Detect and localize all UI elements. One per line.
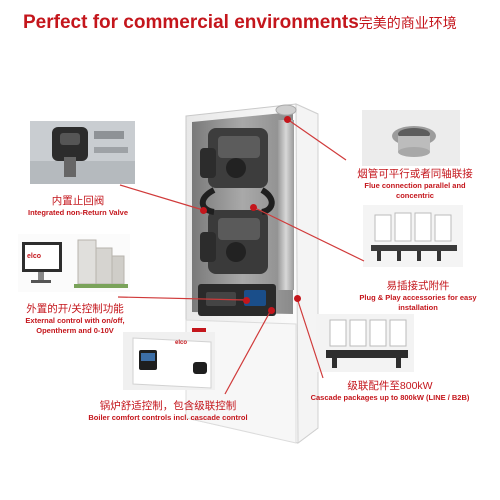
callout-valve-en: Integrated non-Return Valve [27,208,129,218]
plug-and-play-photo [363,205,463,267]
title-english: Perfect for commercial environments [23,12,359,33]
callout-valve: 内置止回阀 Integrated non-Return Valve [18,195,138,218]
marker-dot-cascade [294,295,301,302]
external-control-photo: elco [18,234,130,292]
marker-dot-flue [284,116,291,123]
callout-plug-zh: 易插接式附件 [386,280,450,292]
marker-dot-plug [250,204,257,211]
callout-flue: 烟管可平行或者同轴联接 Flue connection parallel and… [345,168,485,200]
page-title: Perfect for commercial environments完美的商业… [23,12,457,34]
callout-comfort: 锅炉舒适控制，包含级联控制 Boiler comfort controls in… [88,400,248,423]
callout-comfort-en: Boiler comfort controls incl. cascade co… [88,413,248,423]
callout-flue-en: Flue connection parallel and concentric [364,181,466,200]
leader-line-control [117,296,247,301]
leader-line-valve [119,184,204,211]
callout-control-zh: 外置的开/关控制功能 [26,303,124,315]
flue-connection-photo [362,110,460,166]
callout-cascade-en: Cascade packages up to 800kW (LINE / B2B… [310,393,470,403]
non-return-valve-photo [30,121,135,184]
callout-control: 外置的开/关控制功能 External control with on/off,… [10,303,140,335]
elco-logo: elco [175,340,188,346]
leader-line-flue [286,118,347,161]
marker-dot-comfort [268,307,275,314]
leader-line-comfort [224,309,272,395]
callout-plug: 易插接式附件 Plug & Play accessories for easy … [348,280,488,312]
callout-comfort-zh: 锅炉舒适控制，包含级联控制 [99,400,237,412]
title-chinese: 完美的商业环境 [358,15,457,31]
callout-valve-zh: 内置止回阀 [51,195,105,207]
callout-flue-zh: 烟管可平行或者同轴联接 [357,168,473,180]
callout-cascade-zh: 级联配件至800kW [347,380,433,392]
marker-dot-valve [200,207,207,214]
leader-line-plug [252,206,365,262]
cascade-package-photo [316,314,414,372]
callout-plug-en: Plug & Play accessories for easy install… [359,293,477,312]
callout-cascade: 级联配件至800kW Cascade packages up to 800kW … [290,380,490,403]
leader-line-cascade [296,297,324,379]
elco-logo: elco [27,253,42,260]
boiler-cutaway-image [178,98,323,470]
callout-control-en: External control with on/off, Opentherm … [25,316,125,335]
marker-dot-control [243,297,250,304]
boiler-controller-photo: elco [123,332,215,390]
